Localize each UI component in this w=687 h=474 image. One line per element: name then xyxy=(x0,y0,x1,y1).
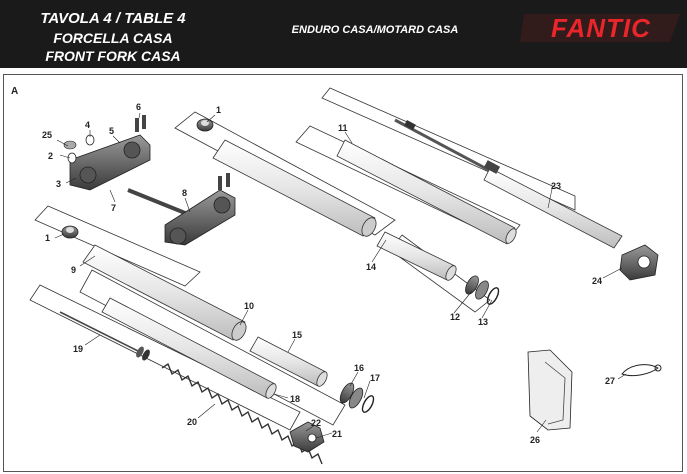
callout-11: 11 xyxy=(338,123,348,133)
callout-24: 24 xyxy=(592,276,602,286)
callout-17: 17 xyxy=(370,373,380,383)
triple-clamp-lower xyxy=(164,173,236,246)
callout-2: 2 xyxy=(48,151,53,161)
cap-1-left xyxy=(61,225,79,239)
callout-8: 8 xyxy=(182,188,187,198)
clip-27 xyxy=(621,364,662,377)
callout-9: 9 xyxy=(71,265,76,275)
outer-tube-9 xyxy=(82,244,247,341)
section-letter: A xyxy=(11,86,19,97)
inner-tube-18 xyxy=(101,297,277,399)
bushing-14 xyxy=(376,231,457,281)
callout-23: 23 xyxy=(551,181,561,191)
callout-7: 7 xyxy=(111,203,116,213)
fantic-logo: FANTIC xyxy=(520,13,680,43)
callout-20: 20 xyxy=(187,417,197,427)
fork-foot-21 xyxy=(289,421,325,453)
callout-6: 6 xyxy=(136,102,141,112)
callout-13: 13 xyxy=(478,317,488,327)
header-bar: TAVOLA 4 / TABLE 4 FORCELLA CASA FRONT F… xyxy=(0,0,687,68)
cap-1-top xyxy=(196,118,214,132)
brand-text: FANTIC xyxy=(551,13,651,43)
callout-18: 18 xyxy=(290,394,300,404)
callout-14: 14 xyxy=(366,262,376,272)
callout-1a: 1 xyxy=(216,105,221,115)
callout-10: 10 xyxy=(244,301,254,311)
triple-clamp-upper-5 xyxy=(69,115,151,191)
callout-15: 15 xyxy=(292,330,302,340)
callout-27: 27 xyxy=(605,376,615,386)
callout-4: 4 xyxy=(85,120,90,130)
seal-12 xyxy=(465,275,489,300)
callout-3: 3 xyxy=(56,179,61,189)
callout-25: 25 xyxy=(42,130,52,140)
model-subtitle: ENDURO CASA/MOTARD CASA xyxy=(291,24,459,36)
callout-5: 5 xyxy=(109,126,114,136)
damper-rod-23 xyxy=(394,118,623,249)
inner-tube-11 xyxy=(336,139,517,245)
seal-16 xyxy=(339,382,364,409)
callout-labels: 1 1 2 3 4 5 6 7 8 9 10 11 12 13 14 15 16… xyxy=(42,102,615,445)
seal-13 xyxy=(486,287,500,305)
rod-19 xyxy=(59,311,150,361)
callout-26: 26 xyxy=(530,435,540,445)
callout-19: 19 xyxy=(73,344,83,354)
leader-lines xyxy=(54,112,627,439)
callout-1b: 1 xyxy=(45,233,50,243)
bushing-15 xyxy=(249,336,328,387)
table-title: TAVOLA 4 / TABLE 4 xyxy=(40,10,186,27)
fork-title-it: FORCELLA CASA xyxy=(53,30,173,46)
fork-tube-right xyxy=(212,139,377,237)
bracket-24 xyxy=(619,244,659,281)
seal-17 xyxy=(361,395,375,413)
callout-16: 16 xyxy=(354,363,364,373)
small-parts-2-4-25 xyxy=(63,134,95,164)
callout-12: 12 xyxy=(450,312,460,322)
callout-22: 22 xyxy=(311,418,321,428)
fork-guard-26 xyxy=(527,349,573,431)
fork-title-en: FRONT FORK CASA xyxy=(45,48,181,64)
steering-stem-8 xyxy=(127,188,191,217)
callout-21: 21 xyxy=(332,429,342,439)
